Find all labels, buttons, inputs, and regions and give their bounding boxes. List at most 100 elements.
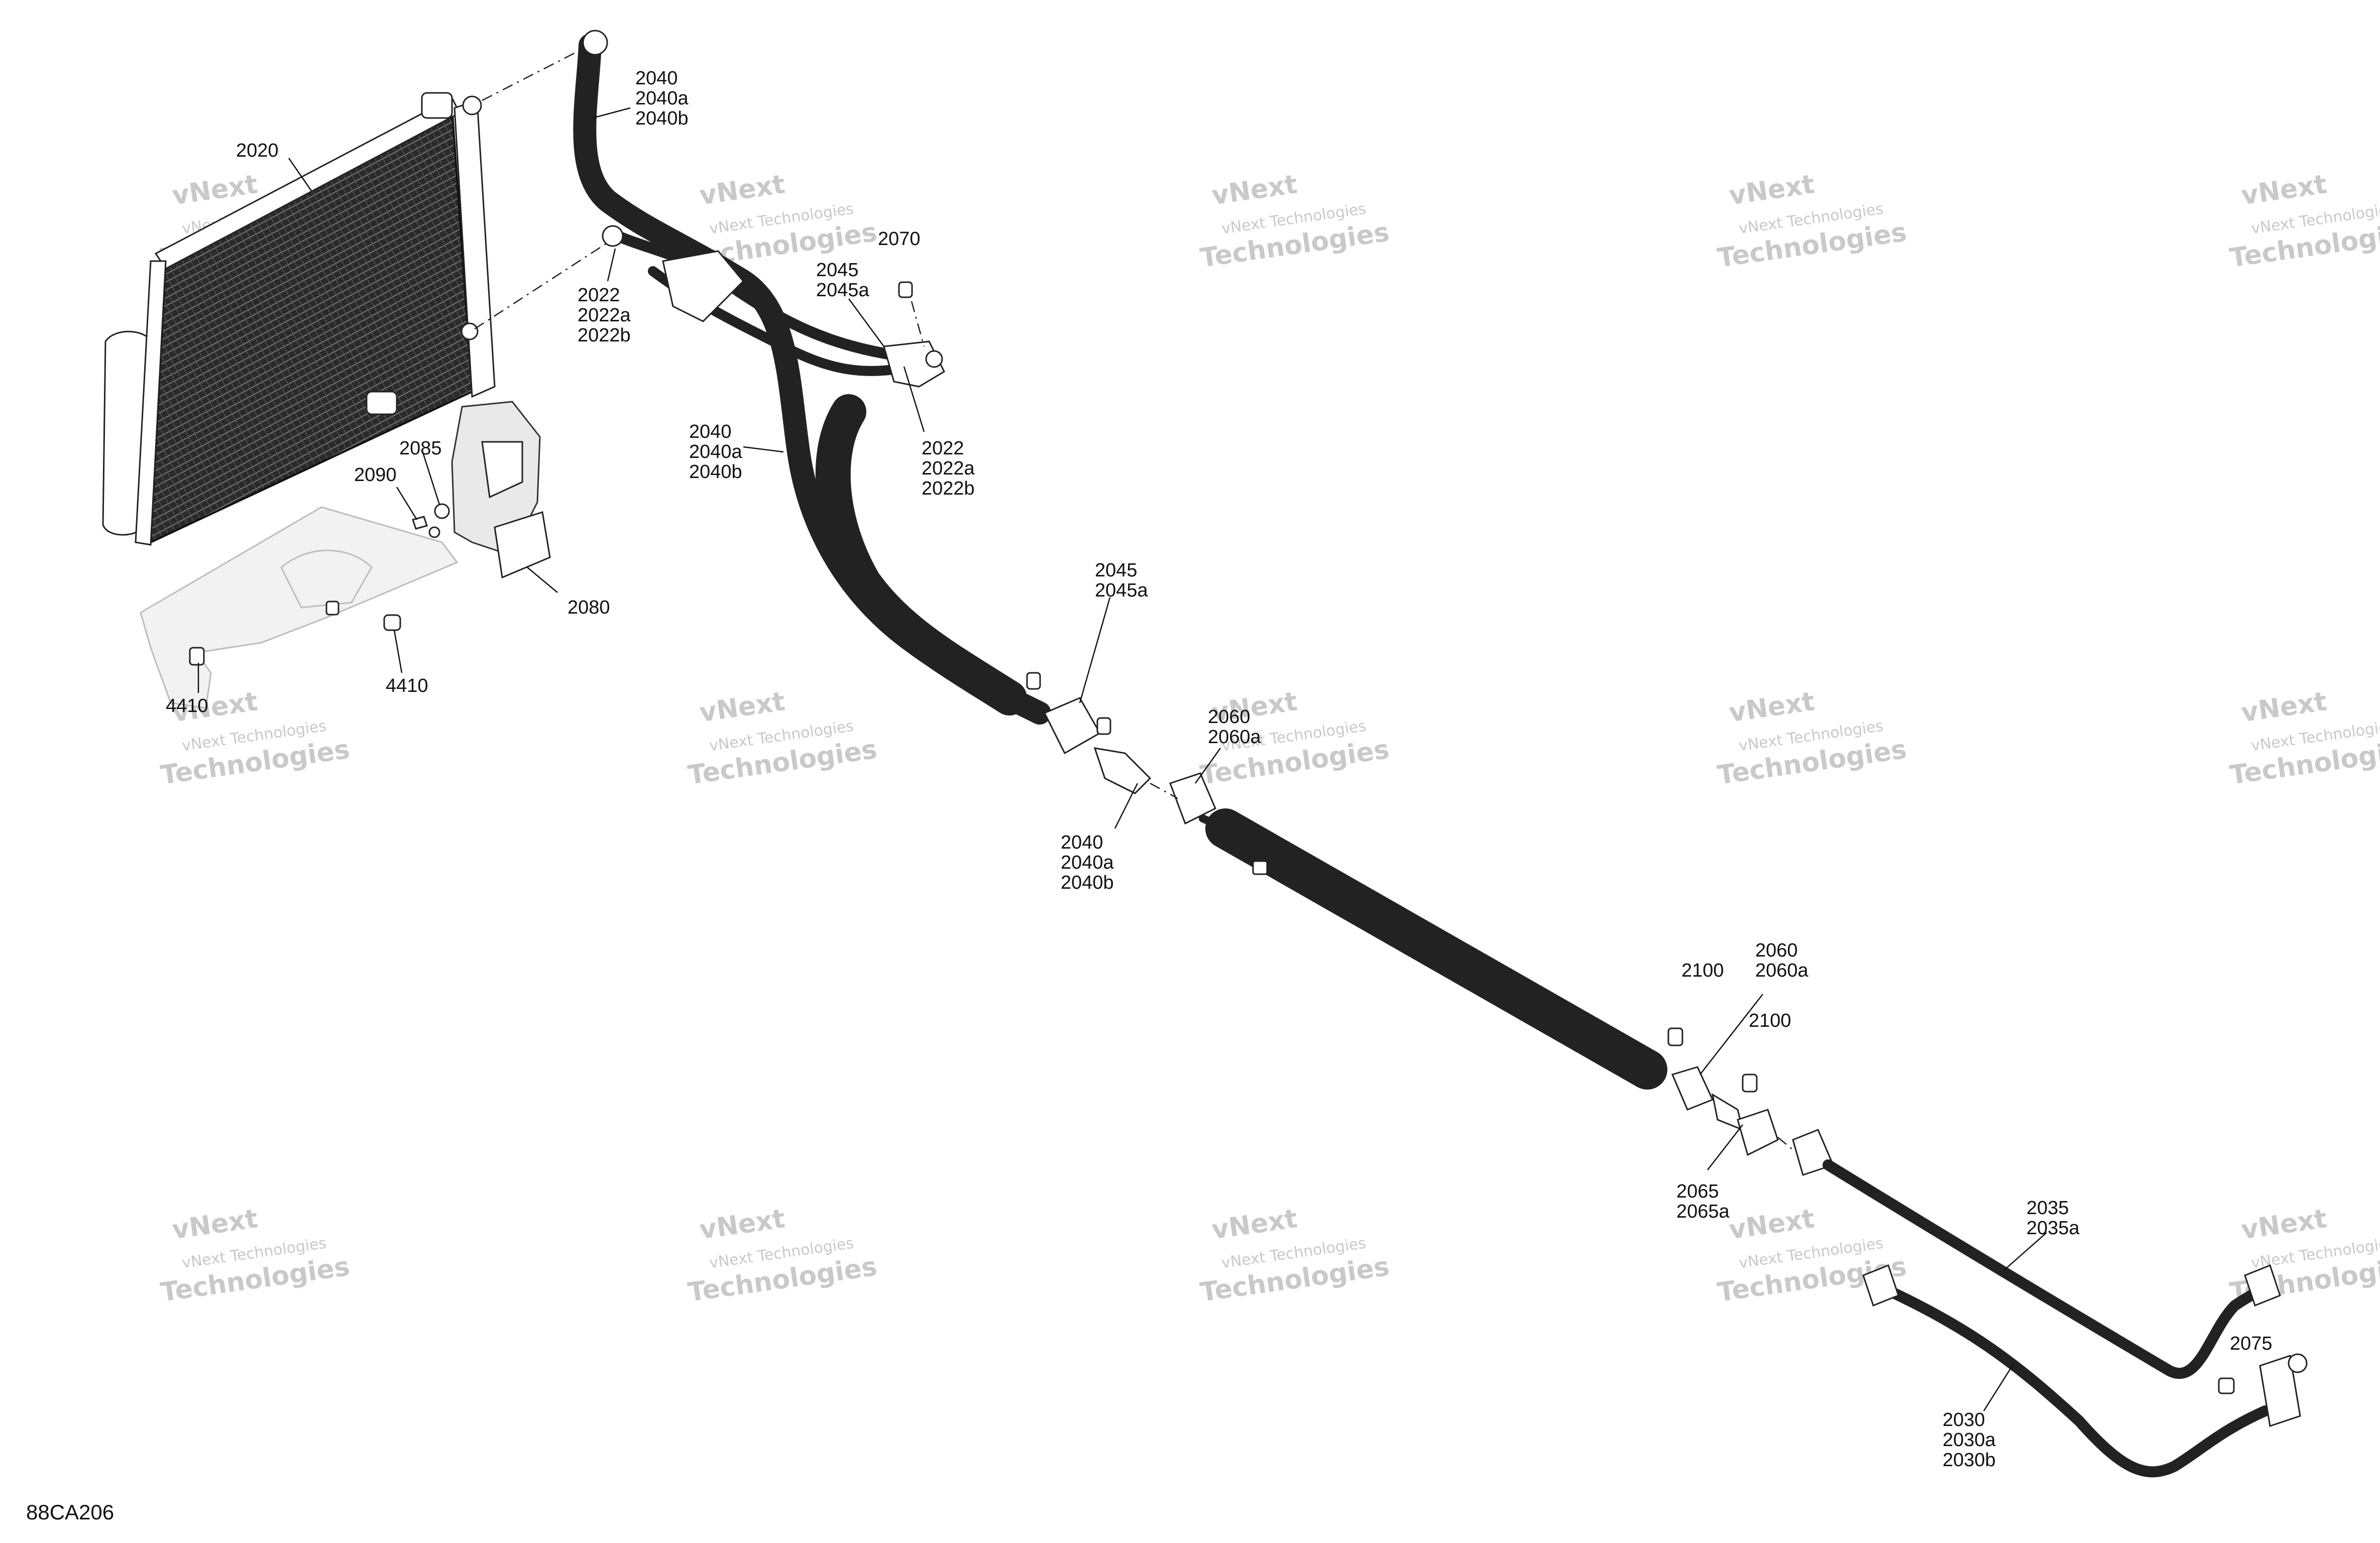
- bracket-2045-bolt: [925, 350, 943, 368]
- fasteners-left: [189, 503, 450, 666]
- deflector-2080[interactable]: [451, 401, 551, 579]
- watermark-tile: vNext vNext Technologies Technologies: [2228, 686, 2380, 791]
- screw-2070[interactable]: [898, 281, 913, 298]
- callout-2040-mid[interactable]: 2040 2040a 2040b: [689, 421, 747, 483]
- callout-2090[interactable]: 2090: [354, 464, 397, 486]
- watermark-word: vNext: [698, 686, 787, 728]
- bracket-ghost: [140, 506, 459, 709]
- screw-2090[interactable]: [412, 516, 428, 530]
- deflector-flap: [494, 511, 551, 579]
- watermark-word: vNext: [2239, 686, 2329, 728]
- long-tube-inner: [1207, 810, 1665, 1088]
- sensor-2075: [2288, 1353, 2308, 1373]
- callout-2040-low[interactable]: 2040 2040a 2040b: [1061, 832, 1119, 893]
- bolt-4410-left[interactable]: [189, 647, 205, 666]
- long-tube[interactable]: [1199, 808, 1667, 1090]
- watermark-word: vNext: [1210, 169, 1299, 211]
- callout-2040-top[interactable]: 2040 2040a 2040b: [635, 68, 694, 129]
- leader-2090: [396, 487, 418, 520]
- bolt-4410-upper: [325, 601, 339, 616]
- watermark-tile: vNext vNext Technologies Technologies: [686, 169, 879, 274]
- condenser-2020[interactable]: [102, 92, 496, 546]
- watermark-word: vNext: [2239, 1204, 2329, 1245]
- coupler-2065: [1711, 1093, 1744, 1131]
- screw-2100-b[interactable]: [1742, 1074, 1758, 1093]
- watermark-word: vNext: [698, 1204, 787, 1245]
- hose-2022-inner: [817, 396, 1025, 714]
- watermark-tile: vNext vNext Technologies Technologies: [1716, 169, 1908, 274]
- washer-2085[interactable]: [434, 503, 450, 519]
- leader-4410-right: [393, 630, 403, 673]
- watermark-word: vNext: [1727, 686, 1817, 728]
- callout-2070[interactable]: 2070: [878, 228, 921, 250]
- callout-2060-mid[interactable]: 2060 2060a: [1208, 706, 1262, 748]
- pipe-2035-inner: [1825, 1161, 2274, 1377]
- watermark-tile: vNext vNext Technologies Technologies: [159, 1204, 352, 1308]
- watermark-tile: vNext vNext Technologies Technologies: [686, 686, 879, 791]
- leader-2060-right: [1699, 994, 1763, 1075]
- callout-2045-mid[interactable]: 2045 2045a: [1095, 560, 1149, 601]
- leader-lines: [197, 107, 2047, 1411]
- callout-4410-left[interactable]: 4410: [166, 695, 208, 717]
- leader-2065: [1707, 1124, 1743, 1170]
- hose-assembly-upper[interactable]: [573, 30, 1051, 725]
- fitting-2022: [602, 225, 624, 247]
- callout-2080[interactable]: 2080: [568, 597, 610, 618]
- leader-2060-mid: [1194, 748, 1221, 784]
- callout-2075[interactable]: 2075: [2230, 1333, 2273, 1354]
- condenser-bracket-top: [421, 92, 453, 119]
- callout-2030[interactable]: 2030 2030a 2030b: [1943, 1409, 2001, 1471]
- right-joints[interactable]: [1667, 1027, 1835, 1176]
- watermark-word: vNext: [698, 169, 787, 211]
- screw-2100-a[interactable]: [1667, 1027, 1683, 1046]
- callout-2020[interactable]: 2020: [236, 140, 279, 161]
- long-tube-stub: [1199, 814, 1229, 833]
- leader-2045-top: [848, 298, 885, 347]
- assembly-line: [474, 240, 611, 330]
- nut-2090: [428, 526, 440, 538]
- leader-2022-top: [607, 248, 616, 282]
- callout-2022-mid[interactable]: 2022 2022a 2022b: [922, 438, 980, 499]
- flange-2060: [1169, 772, 1216, 825]
- pipe-2030-inner: [1885, 1287, 2269, 1476]
- callout-2035[interactable]: 2035 2035a: [2026, 1198, 2080, 1239]
- callout-2100-b[interactable]: 2100: [1749, 1010, 1791, 1031]
- condenser-inlet: [462, 95, 482, 115]
- leader-2035: [2003, 1232, 2047, 1271]
- callout-2100-a[interactable]: 2100: [1681, 960, 1724, 981]
- mid-assembly[interactable]: [1026, 672, 1216, 825]
- screw-2060-mid: [1096, 717, 1111, 735]
- diagram-code: 88CA206: [26, 1500, 114, 1524]
- callout-4410-right[interactable]: 4410: [386, 675, 428, 696]
- bracket-2045-mid: [1043, 697, 1101, 755]
- bracket-2075: [2259, 1355, 2301, 1427]
- screw-2075[interactable]: [2218, 1377, 2235, 1394]
- assembly-line: [1150, 782, 1178, 799]
- callout-2085[interactable]: 2085: [399, 438, 442, 459]
- leader-2020: [288, 158, 312, 191]
- callout-labels: 2020 2040 2040a 2040b 2022 2022a 2022b 2…: [166, 68, 2273, 1471]
- condenser-left-rail: [135, 260, 167, 546]
- fitting-top: [582, 30, 608, 56]
- callout-2060-right[interactable]: 2060 2060a: [1755, 940, 1809, 981]
- leader-2080: [527, 567, 558, 593]
- watermark-tile: vNext vNext Technologies Technologies: [1716, 686, 1908, 791]
- callout-2065[interactable]: 2065 2065a: [1676, 1181, 1730, 1222]
- bolt-4410-right[interactable]: [383, 614, 401, 631]
- watermark-word: vNext: [2239, 169, 2329, 211]
- flange-2060-right: [1671, 1066, 1714, 1111]
- watermark-word: vNext: [170, 169, 260, 211]
- watermark-tile: vNext vNext Technologies Technologies: [1198, 1204, 1391, 1308]
- mounting-bracket: [140, 506, 459, 709]
- callout-2045-top[interactable]: 2045 2045a: [816, 260, 870, 301]
- leader-2085: [421, 449, 440, 505]
- leader-2040-low: [1114, 783, 1139, 829]
- watermark-tile: vNext vNext Technologies Technologies: [1198, 169, 1391, 274]
- assembly-line: [482, 47, 586, 101]
- mounting-bracket-rib: [280, 549, 373, 609]
- lower-pipes[interactable]: [1823, 1159, 2308, 1478]
- hose-2040-outer: [573, 34, 1051, 725]
- deflector-detail: [481, 441, 523, 499]
- callout-2022-top[interactable]: 2022 2022a 2022b: [578, 285, 636, 346]
